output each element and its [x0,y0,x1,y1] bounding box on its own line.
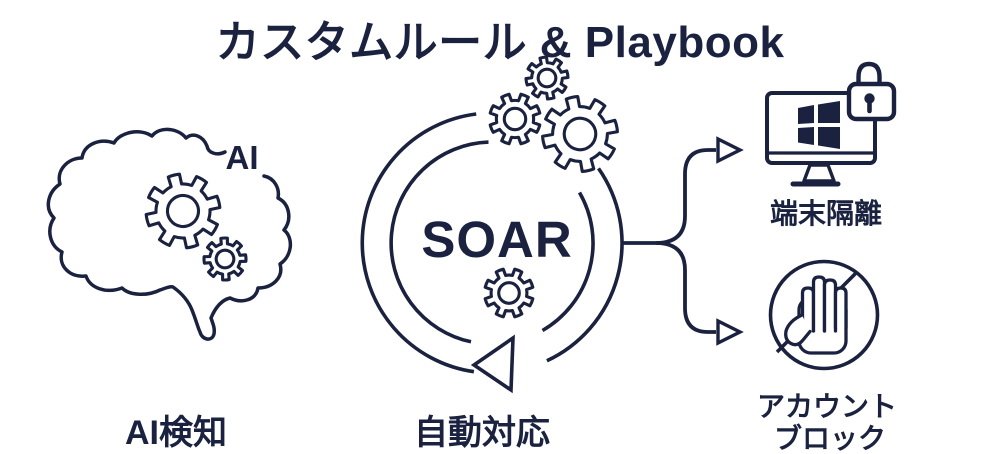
cycle-outer-left-arc [360,112,477,374]
lower-arrowhead-icon [716,318,744,346]
hand-finger-pinky [833,286,848,330]
branch-connector [623,136,744,346]
diagram-title: カスタムルール & Playbook [216,18,785,67]
windows-logo-icon [798,101,840,149]
brain-ai-label: AI [226,139,259,176]
brain-outline [46,127,293,341]
caption-ai-detection: AI検知 [125,414,227,452]
hand-thumb [784,313,812,347]
soar-gear-icon [485,269,533,317]
stop-hand-icon [768,259,880,371]
monitor-stand [802,163,836,183]
caption-account-block-line2: ブロック [774,422,886,454]
soar-cycle-icon: SOAR [360,54,624,394]
cycle-inner-left-arc [389,140,489,344]
locked-monitor-icon [765,61,897,187]
cluster-gear-right-icon [538,92,622,176]
ai-brain-icon: AI [46,127,293,341]
soar-label: SOAR [421,211,572,268]
brain-gear-small-icon [199,233,251,285]
caption-endpoint-isolation: 端末隔離 [770,198,882,229]
brain-gear-large-icon [142,170,223,251]
hand-finger-middle [811,275,827,333]
cycle-inner-right-arc [541,191,595,333]
caption-auto-response: 自動対応 [414,414,550,452]
connector-lower-branch [655,241,716,334]
cluster-gear-left-icon [490,94,540,144]
cycle-outer-right-arc [546,167,624,363]
caption-account-block-line1: アカウント [757,391,897,422]
hand-finger-ring [822,278,838,333]
connector-upper-branch [655,148,716,245]
lock-shackle [856,61,882,88]
upper-arrowhead-icon [716,136,744,164]
stop-hand [784,275,848,355]
lock-icon [846,61,897,122]
cycle-arrowhead-icon [470,334,515,394]
